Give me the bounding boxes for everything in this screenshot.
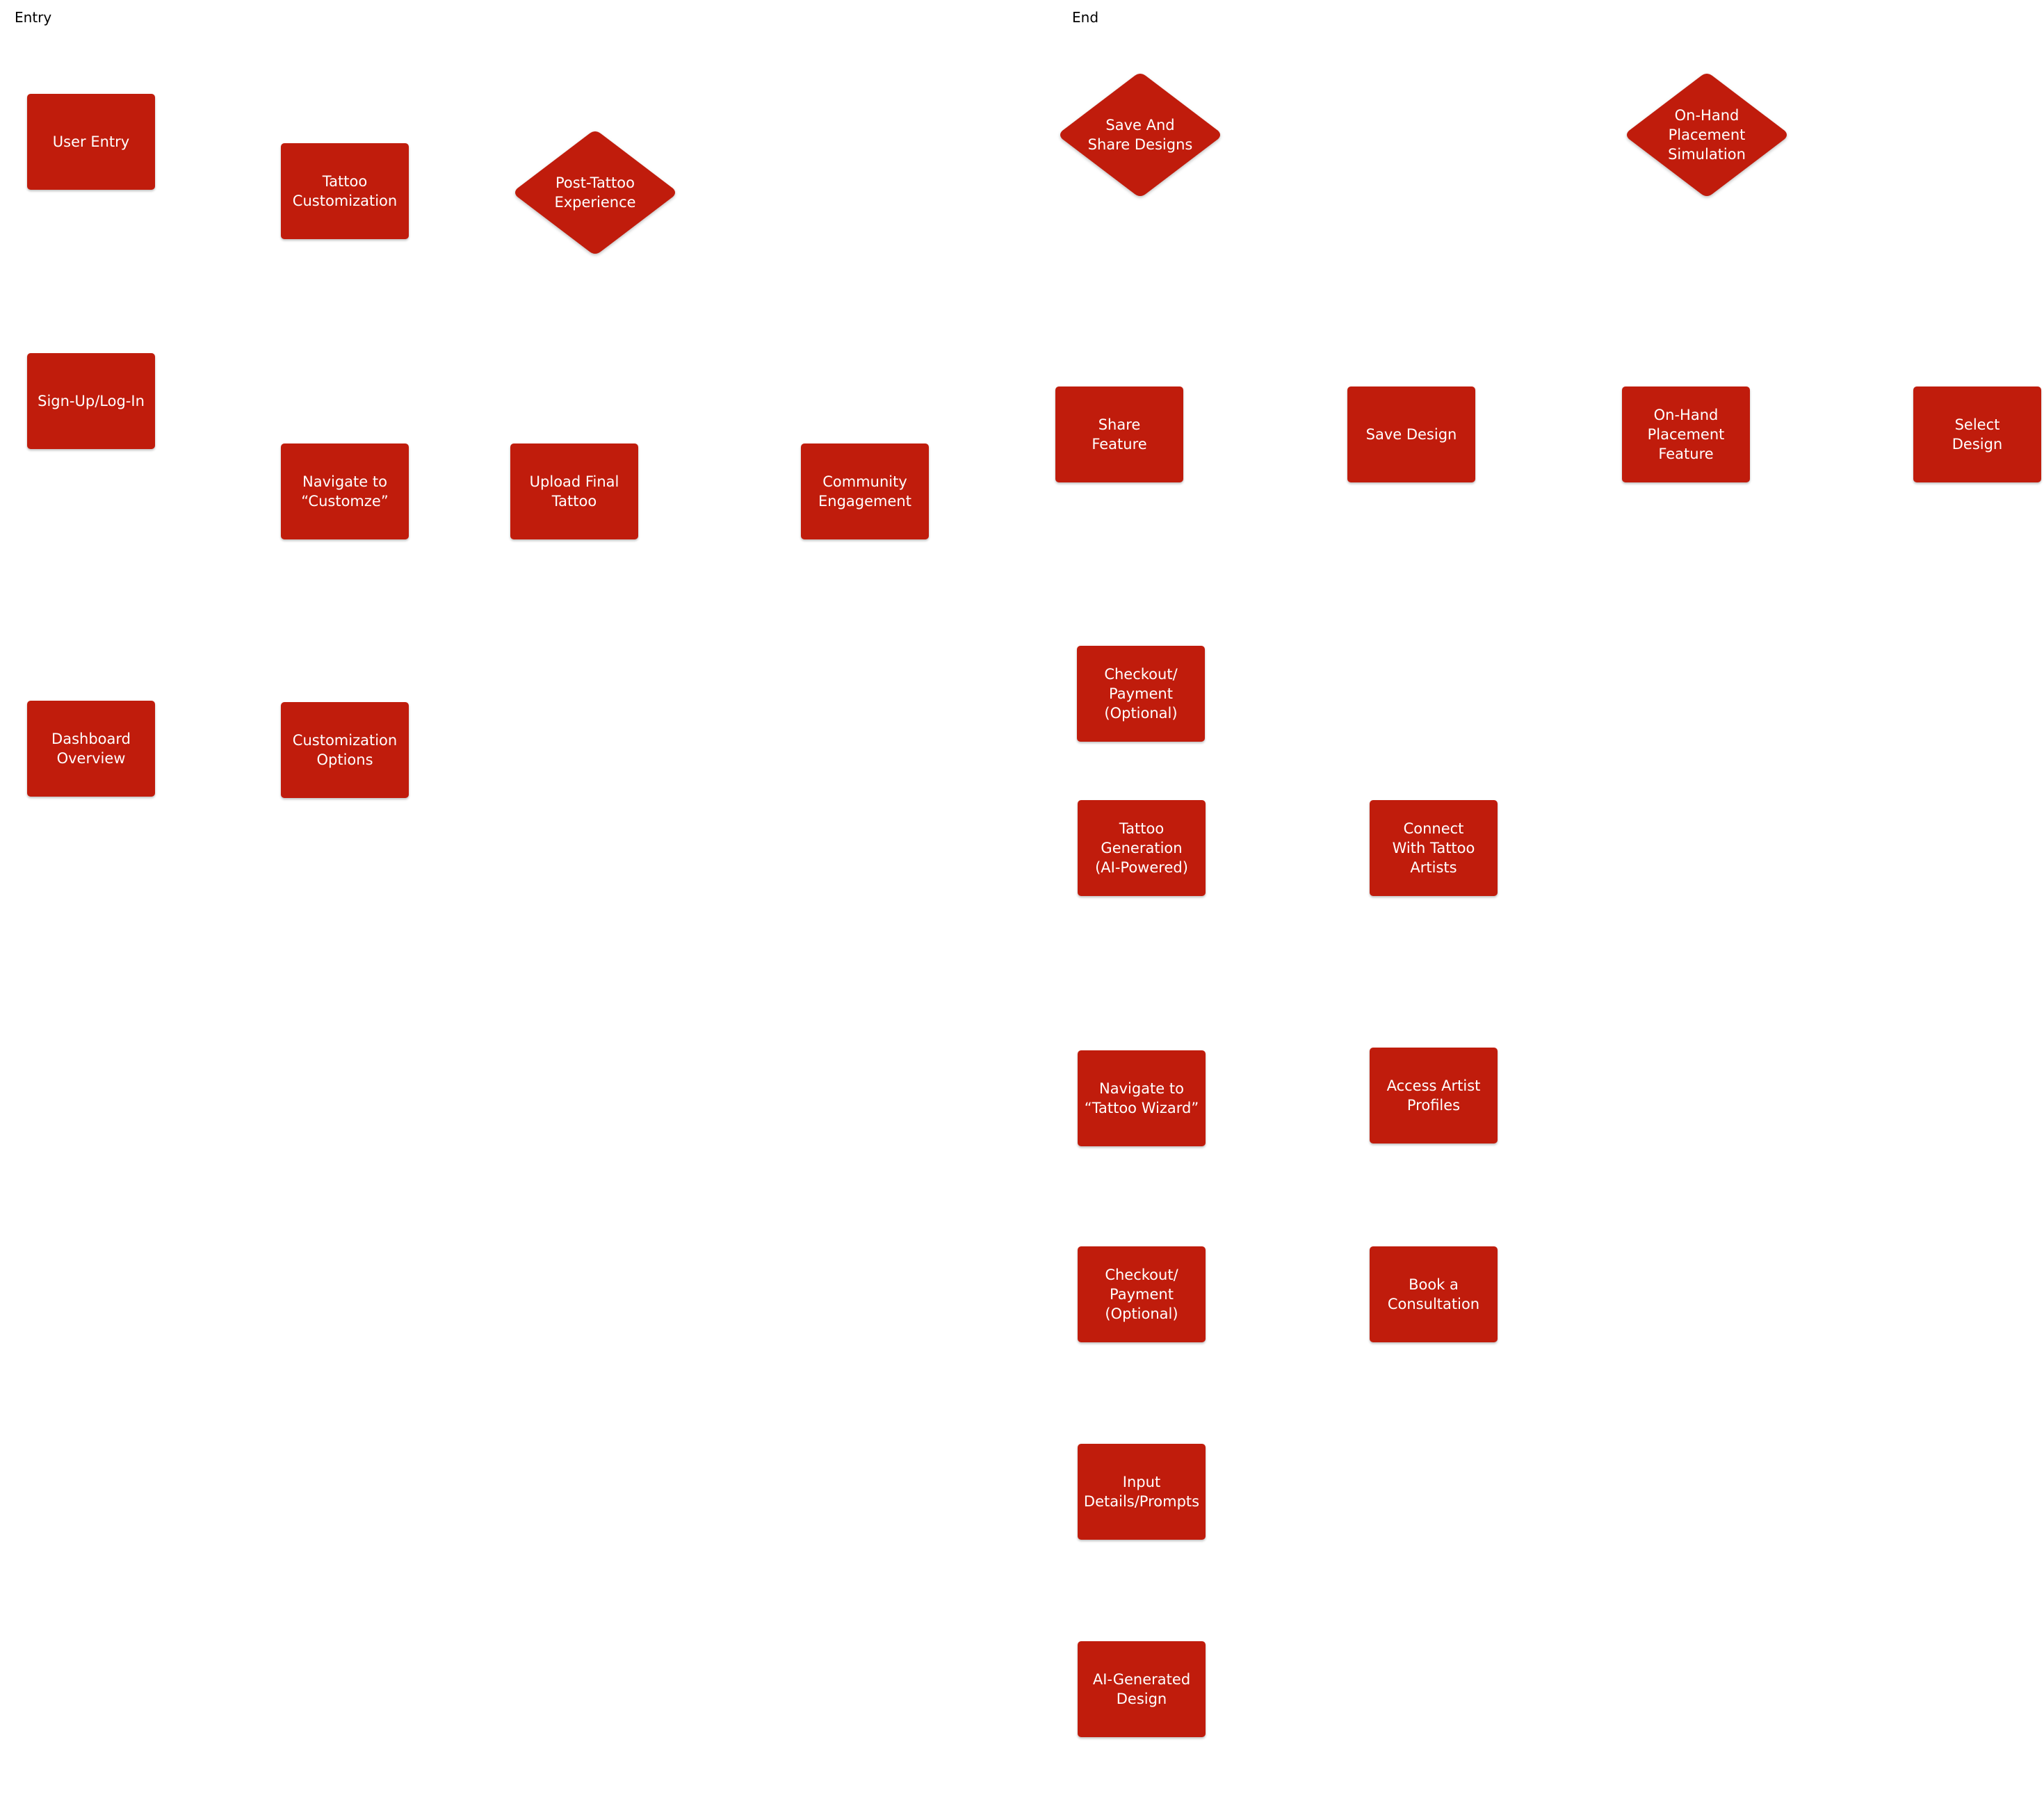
node-input-details-prompts[interactable]: Input Details/Prompts bbox=[1078, 1444, 1206, 1540]
node-save-and-share-designs[interactable]: Save And Share Designs bbox=[1058, 74, 1222, 196]
diamond-shape bbox=[515, 131, 675, 254]
node-label: Customization Options bbox=[292, 732, 398, 768]
node-tattoo-customization[interactable]: Tattoo Customization bbox=[281, 143, 409, 239]
node-on-hand-placement-feature[interactable]: On-Hand Placement Feature bbox=[1622, 386, 1750, 482]
node-dashboard-overview[interactable]: Dashboard Overview bbox=[27, 701, 155, 797]
node-label: Sign-Up/Log-In bbox=[38, 393, 145, 409]
node-user-entry[interactable]: User Entry bbox=[27, 94, 155, 190]
node-access-artist-profiles[interactable]: Access Artist Profiles bbox=[1370, 1048, 1498, 1143]
node-label: Checkout/ Payment (Optional) bbox=[1104, 666, 1178, 722]
node-label: Input Details/Prompts bbox=[1083, 1474, 1200, 1510]
node-label: AI-Generated Design bbox=[1092, 1671, 1191, 1707]
node-label: Save Design bbox=[1365, 426, 1457, 443]
node-label: Share Feature bbox=[1092, 416, 1147, 453]
node-select-design[interactable]: Select Design bbox=[1913, 386, 2041, 482]
node-label: Connect With Tattoo Artists bbox=[1392, 820, 1475, 876]
entry-label: Entry bbox=[15, 9, 52, 26]
node-community-engagement[interactable]: Community Engagement bbox=[801, 443, 929, 539]
node-book-consultation[interactable]: Book a Consultation bbox=[1370, 1246, 1498, 1342]
node-label: Tattoo Customization bbox=[292, 173, 398, 209]
node-ai-generated-design[interactable]: AI-Generated Design bbox=[1078, 1641, 1206, 1737]
node-label: Navigate to “Tattoo Wizard” bbox=[1084, 1080, 1199, 1116]
node-label: Tattoo Generation (AI-Powered) bbox=[1095, 820, 1188, 876]
node-label: On-Hand Placement Simulation bbox=[1668, 107, 1746, 163]
diamond-shape bbox=[1627, 74, 1787, 196]
node-label: Book a Consultation bbox=[1387, 1276, 1480, 1312]
node-on-hand-placement-simulation[interactable]: On-Hand Placement Simulation bbox=[1625, 74, 1789, 196]
node-label: Select Design bbox=[1952, 416, 2003, 453]
node-share-feature[interactable]: Share Feature bbox=[1055, 386, 1183, 482]
node-checkout-payment-1[interactable]: Checkout/ Payment (Optional) bbox=[1077, 646, 1205, 742]
node-label: Post-Tattoo Experience bbox=[554, 174, 636, 211]
node-tattoo-generation[interactable]: Tattoo Generation (AI-Powered) bbox=[1078, 800, 1206, 896]
end-label: End bbox=[1072, 9, 1099, 26]
node-label: Community Engagement bbox=[818, 473, 911, 510]
node-label: Access Artist Profiles bbox=[1386, 1077, 1481, 1114]
node-save-design[interactable]: Save Design bbox=[1347, 386, 1475, 482]
node-label: User Entry bbox=[52, 133, 130, 150]
node-checkout-payment-2[interactable]: Checkout/ Payment (Optional) bbox=[1078, 1246, 1206, 1342]
node-customization-options[interactable]: Customization Options bbox=[281, 702, 409, 798]
node-label: On-Hand Placement Feature bbox=[1647, 407, 1725, 462]
node-post-tattoo-experience[interactable]: Post-Tattoo Experience bbox=[513, 131, 677, 254]
node-navigate-customize[interactable]: Navigate to “Customze” bbox=[281, 443, 409, 539]
diamond-shape bbox=[1060, 74, 1220, 196]
node-label: Navigate to “Customze” bbox=[301, 473, 389, 510]
node-navigate-tattoo-wizard[interactable]: Navigate to “Tattoo Wizard” bbox=[1078, 1050, 1206, 1146]
node-label: Checkout/ Payment (Optional) bbox=[1105, 1267, 1178, 1322]
node-upload-final-tattoo[interactable]: Upload Final Tattoo bbox=[510, 443, 638, 539]
node-label: Save And Share Designs bbox=[1087, 117, 1193, 153]
node-label: Dashboard Overview bbox=[51, 731, 131, 767]
node-label: Upload Final Tattoo bbox=[529, 473, 619, 510]
node-connect-with-artists[interactable]: Connect With Tattoo Artists bbox=[1370, 800, 1498, 896]
node-sign-up-log-in[interactable]: Sign-Up/Log-In bbox=[27, 353, 155, 449]
